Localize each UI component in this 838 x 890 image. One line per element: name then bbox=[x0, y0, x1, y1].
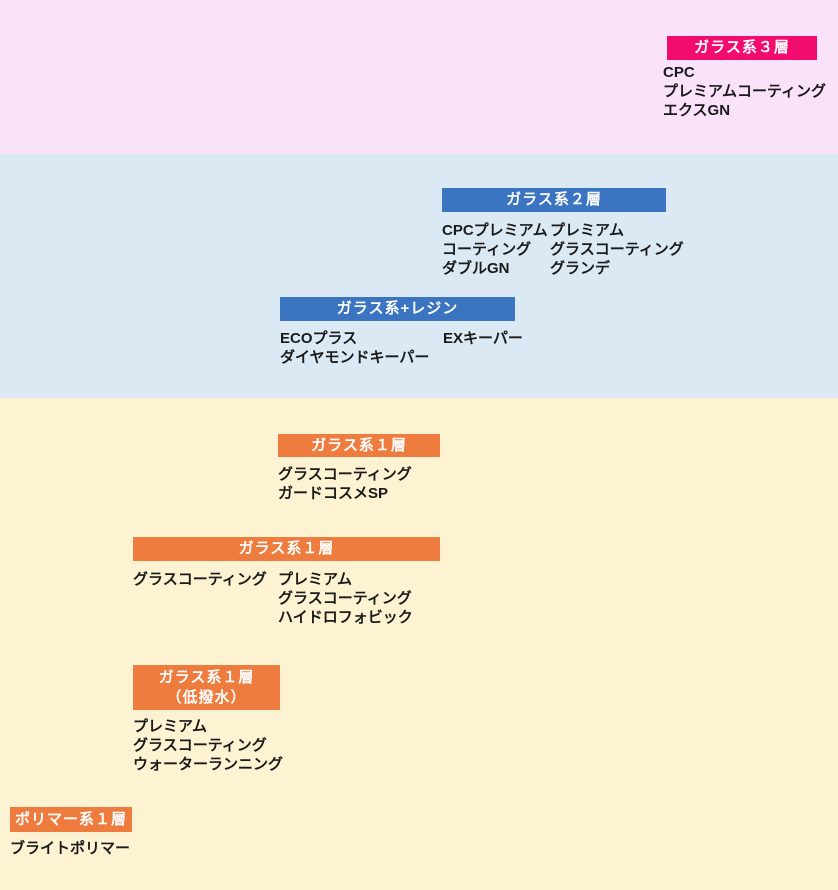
product-name: ウォーターランニング bbox=[133, 756, 284, 773]
product-name: EXキーパー bbox=[443, 330, 523, 347]
category-label-text: ガラス系１層 bbox=[311, 436, 407, 454]
product-name: ブライトポリマー bbox=[10, 840, 131, 857]
product-name: グラスコーティング bbox=[133, 571, 267, 588]
product-name: エクスGN bbox=[663, 102, 731, 119]
product-name: ハイドロフォビック bbox=[278, 609, 413, 626]
tier-band-top-pink bbox=[0, 0, 838, 154]
product-list-glass-3-layer: CPC プレミアムコーティング エクスGN bbox=[663, 63, 826, 120]
product-name: CPCプレミアム bbox=[442, 222, 548, 239]
category-label-text: ガラス系１層 bbox=[238, 540, 335, 557]
product-list-glass-2-layer-col1: CPCプレミアム コーティング ダブルGN bbox=[442, 221, 548, 278]
product-list-glass-1-layer-a: グラスコーティング ガードコスメSP bbox=[278, 465, 412, 503]
category-label-text: ガラス系１層 bbox=[158, 668, 255, 686]
category-label-text: ガラス系２層 bbox=[506, 191, 602, 208]
product-name: グラスコーティング bbox=[278, 466, 412, 483]
product-name: グランデ bbox=[550, 260, 611, 277]
product-name: CPC bbox=[663, 64, 695, 81]
category-label-glass-1-layer-low-repellency: ガラス系１層 （低撥水） bbox=[133, 665, 280, 710]
product-name: グラスコーティング bbox=[550, 241, 684, 258]
product-list-glass-plus-resin-col2: EXキーパー bbox=[443, 329, 523, 348]
category-label-text: ガラス系+レジン bbox=[336, 300, 459, 317]
tier-band-middle-blue bbox=[0, 154, 838, 398]
category-label-glass-1-layer-a: ガラス系１層 bbox=[278, 434, 440, 457]
product-list-glass-2-layer-col2: プレミアム グラスコーティング グランデ bbox=[550, 221, 684, 278]
product-list-glass-1-layer-low-repellency: プレミアム グラスコーティング ウォーターランニング bbox=[133, 717, 283, 774]
product-name: プレミアム bbox=[133, 718, 207, 735]
category-label-glass-plus-resin: ガラス系+レジン bbox=[280, 297, 515, 321]
product-name: グラスコーティング bbox=[278, 590, 412, 607]
category-label-glass-3-layer: ガラス系３層 bbox=[667, 36, 817, 60]
product-list-glass-1-layer-b-col1: グラスコーティング bbox=[133, 570, 267, 589]
product-name: プレミアムコーティング bbox=[663, 83, 827, 100]
product-name: ダイヤモンドキーパー bbox=[280, 349, 430, 366]
product-list-glass-plus-resin-col1: ECOプラス ダイヤモンドキーパー bbox=[280, 329, 429, 367]
category-label-polymer-1-layer: ポリマー系１層 bbox=[10, 807, 132, 832]
product-name: グラスコーティング bbox=[133, 737, 267, 754]
product-name: プレミアム bbox=[278, 571, 352, 588]
product-name: ECOプラス bbox=[280, 330, 358, 347]
category-label-glass-2-layer: ガラス系２層 bbox=[442, 188, 666, 212]
category-label-text: （低撥水） bbox=[166, 688, 247, 706]
product-list-glass-1-layer-b-col2: プレミアム グラスコーティング ハイドロフォビック bbox=[278, 570, 413, 627]
product-name: ガードコスメSP bbox=[278, 485, 389, 502]
product-name: プレミアム bbox=[550, 222, 624, 239]
tier-band-bottom-cream bbox=[0, 398, 838, 890]
product-name: ダブルGN bbox=[442, 260, 510, 277]
product-name: コーティング bbox=[442, 241, 532, 258]
category-label-text: ガラス系３層 bbox=[694, 39, 790, 56]
category-label-glass-1-layer-b: ガラス系１層 bbox=[133, 537, 440, 561]
category-label-text: ポリマー系１層 bbox=[14, 810, 127, 828]
product-list-polymer-1-layer: ブライトポリマー bbox=[10, 839, 130, 858]
